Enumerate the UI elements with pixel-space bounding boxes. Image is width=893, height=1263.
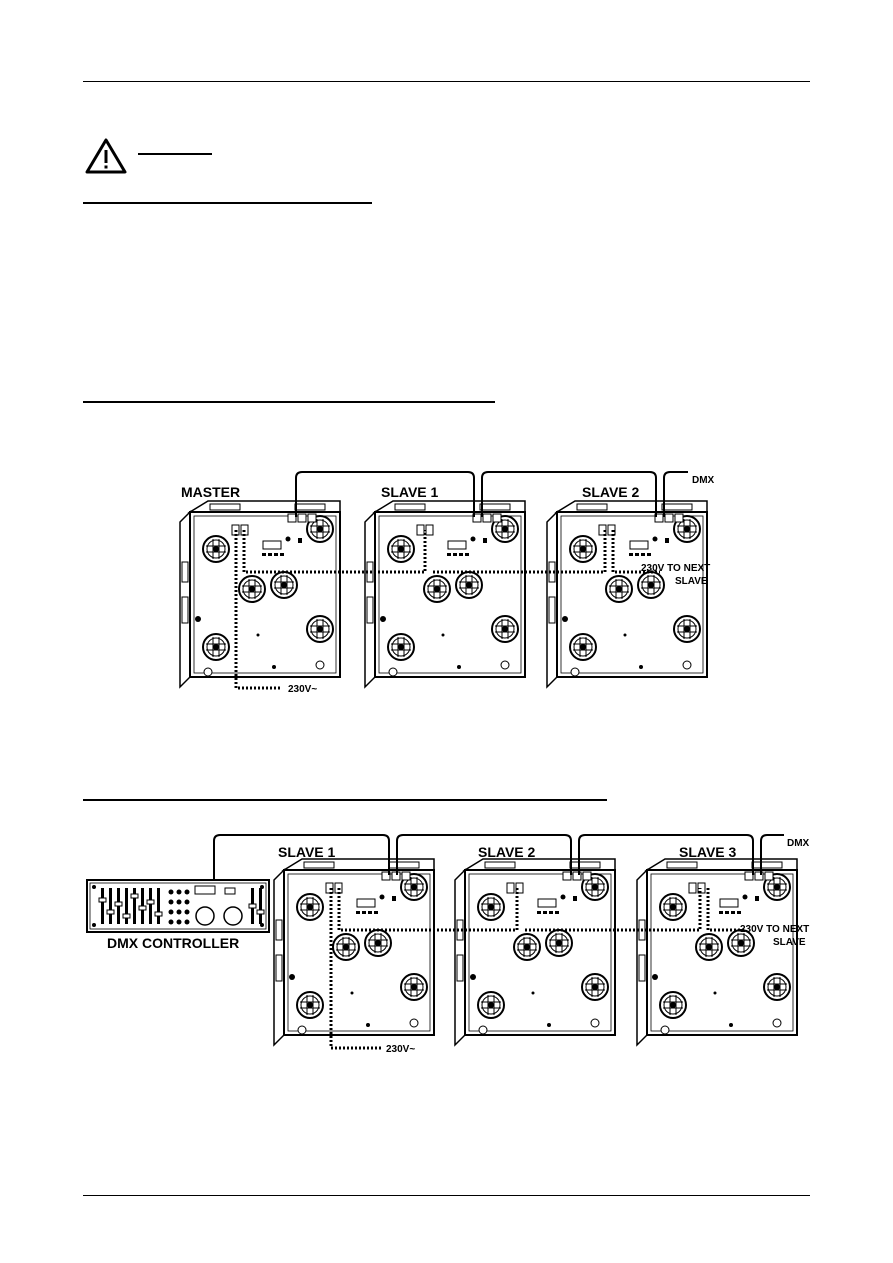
unit-label-slave-1: SLAVE 1 <box>381 484 439 500</box>
power-cable <box>234 530 660 690</box>
dmx-controller <box>86 879 270 933</box>
dmx-label: DMX <box>692 475 715 486</box>
dmx-cable <box>295 471 688 517</box>
power-next-label-2: SLAVE <box>675 576 708 587</box>
fixture-slave-2 <box>547 501 707 687</box>
power-cable <box>329 888 744 1050</box>
power-in-label: 230V~ <box>288 684 317 695</box>
fixture-slave-1 <box>274 859 434 1045</box>
section-heading-underline-3 <box>83 799 607 801</box>
dmx-cable <box>213 834 784 880</box>
fixture-slave-2 <box>455 859 615 1045</box>
dmx-label: DMX <box>787 838 810 849</box>
warning-icon <box>85 138 127 174</box>
unit-label-slave-2: SLAVE 2 <box>582 484 640 500</box>
unit-label-slave-3: SLAVE 3 <box>679 844 737 860</box>
power-next-label-1: 230V TO NEXT <box>740 924 809 935</box>
power-in-label: 230V~ <box>386 1044 415 1055</box>
fixture-slave-1 <box>365 501 525 687</box>
section-heading-underline-1 <box>83 202 372 204</box>
power-next-label-2: SLAVE <box>773 937 806 948</box>
fixture-master <box>180 501 340 687</box>
unit-label-slave-1: SLAVE 1 <box>278 844 336 860</box>
footer-rule <box>83 1195 810 1196</box>
warning-heading-underline <box>138 153 212 155</box>
fixture-slave-3 <box>637 859 797 1045</box>
unit-label-slave-2: SLAVE 2 <box>478 844 536 860</box>
header-rule <box>83 81 810 82</box>
power-next-label-1: 230V TO NEXT <box>641 563 710 574</box>
controller-label: DMX CONTROLLER <box>107 935 239 951</box>
section-heading-underline-2 <box>83 401 495 403</box>
unit-label-master: MASTER <box>181 484 240 500</box>
